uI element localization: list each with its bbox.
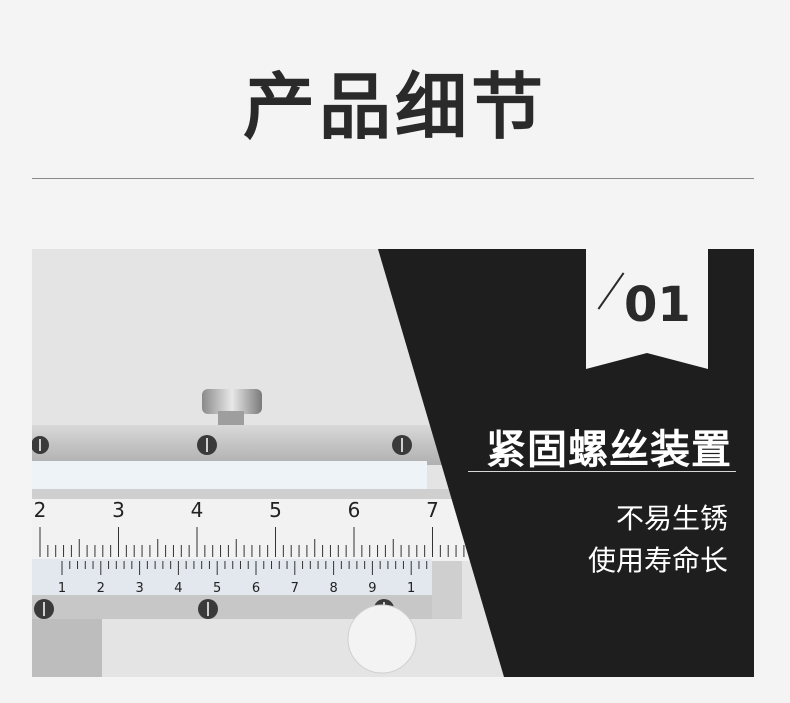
vernier-scale-label: 2 bbox=[97, 581, 105, 596]
feature-line-2: 使用寿命长 bbox=[587, 544, 728, 577]
locking-screw bbox=[202, 389, 262, 414]
page-title: 产品细节 bbox=[242, 65, 547, 149]
vernier-scale-label: 1 bbox=[407, 581, 415, 596]
main-scale-label: 4 bbox=[191, 498, 204, 522]
main-scale-label: 5 bbox=[269, 498, 282, 522]
product-detail-panel: 2 3 4 5 6 7 1 2 3 4 5 6 7 8 9 1 01 紧固螺丝装置 不易生锈 使用寿命长 bbox=[32, 249, 754, 677]
vernier-scale-label: 6 bbox=[252, 581, 260, 596]
vernier-scale-label: 9 bbox=[368, 581, 376, 596]
main-scale-label: 3 bbox=[112, 498, 125, 522]
vernier-scale-label: 5 bbox=[213, 581, 221, 596]
feature-line-1: 不易生锈 bbox=[615, 502, 728, 535]
vernier-scale-label: 4 bbox=[174, 581, 182, 596]
main-scale-label: 7 bbox=[426, 498, 439, 522]
vernier-scale-label: 1 bbox=[58, 581, 66, 596]
vernier-scale-label: 3 bbox=[135, 581, 143, 596]
feature-number: 01 bbox=[624, 277, 691, 333]
title-divider bbox=[32, 178, 754, 179]
vernier-scale-label: 7 bbox=[291, 581, 299, 596]
headline-underline bbox=[468, 471, 736, 472]
main-scale-label: 2 bbox=[34, 498, 47, 522]
feature-headline: 紧固螺丝装置 bbox=[486, 427, 732, 473]
main-scale-label: 6 bbox=[348, 498, 361, 522]
vernier-scale-label: 8 bbox=[329, 581, 337, 596]
